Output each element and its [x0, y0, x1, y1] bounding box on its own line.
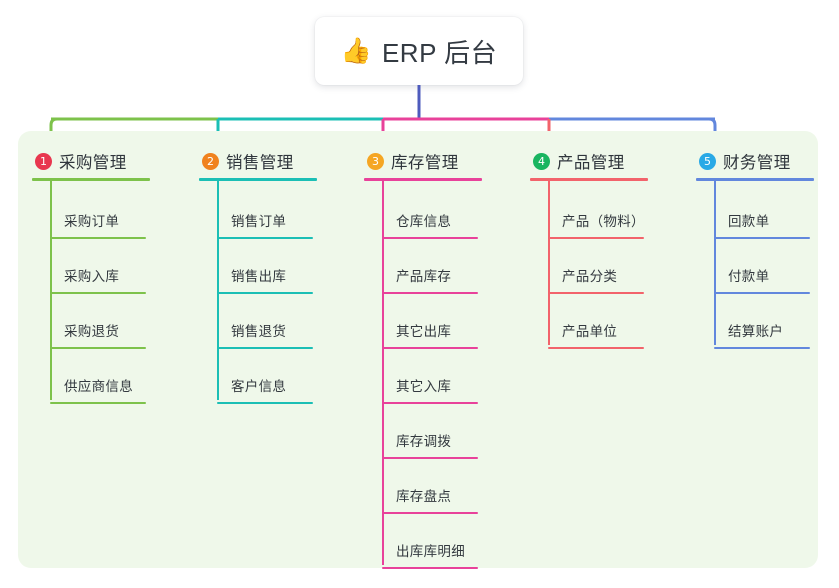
- branch-header-5[interactable]: 5 财务管理: [682, 148, 791, 174]
- branch-leaf-item[interactable]: 库存盘点: [382, 459, 478, 514]
- branches-panel: [18, 131, 818, 568]
- branch-leaf-label: 产品库存: [396, 269, 452, 284]
- branch-leaf-rule: [382, 457, 478, 459]
- branch-leaf-item[interactable]: 仓库信息: [382, 184, 478, 239]
- branch-leaf-rule: [548, 237, 644, 239]
- branch-leaf-item[interactable]: 供应商信息: [50, 349, 146, 404]
- branch-leaf-label: 采购入库: [64, 269, 120, 284]
- branch-leaf-item[interactable]: 销售订单: [217, 184, 313, 239]
- root-node-card[interactable]: 👍 ERP 后台: [315, 17, 523, 85]
- branch-title: 销售管理: [226, 154, 294, 172]
- branch-leaf-label: 出库库明细: [396, 544, 465, 559]
- branch-leaf-item[interactable]: 其它入库: [382, 349, 478, 404]
- branch-header-rule: [32, 178, 150, 181]
- branch-leaf-label: 库存调拨: [396, 434, 452, 449]
- branch-header-3[interactable]: 3 库存管理: [350, 148, 459, 174]
- connector-segment: [708, 117, 717, 145]
- branch-leaf-label: 客户信息: [231, 379, 287, 394]
- branch-header-4[interactable]: 4 产品管理: [516, 148, 625, 174]
- branch-leaf-item[interactable]: 销售退货: [217, 294, 313, 349]
- branch-leaf-label: 其它出库: [396, 324, 452, 339]
- branch-leaf-label: 产品（物料）: [562, 214, 645, 229]
- branch-spine: [548, 180, 550, 345]
- branch-number-badge: 2: [202, 152, 219, 170]
- branch-leaf-rule: [50, 237, 146, 239]
- branch-title: 库存管理: [391, 154, 459, 172]
- branch-leaf-label: 回款单: [728, 214, 770, 229]
- branch-leaf-item[interactable]: 库存调拨: [382, 404, 478, 459]
- branch-leaf-rule: [50, 292, 146, 294]
- branch-leaf-item[interactable]: 采购入库: [50, 239, 146, 294]
- branch-leaf-item[interactable]: 客户信息: [217, 349, 313, 404]
- branch-leaf-item[interactable]: 产品库存: [382, 239, 478, 294]
- branch-leaf-item[interactable]: 产品（物料）: [548, 184, 645, 239]
- branch-leaf-item[interactable]: 其它出库: [382, 294, 478, 349]
- branch-number-badge: 3: [367, 152, 384, 170]
- branch-leaf-label: 付款单: [728, 269, 770, 284]
- branch-header-1[interactable]: 1 采购管理: [18, 148, 127, 174]
- branch-leaf-label: 其它入库: [396, 379, 452, 394]
- branch-leaf-rule: [217, 292, 313, 294]
- branch-leaf-rule: [548, 347, 644, 349]
- branch-leaf-label: 产品分类: [562, 269, 618, 284]
- branch-title: 财务管理: [723, 154, 791, 172]
- branch-number-badge: 4: [533, 152, 550, 170]
- branch-spine: [217, 180, 219, 400]
- branch-leaf-rule: [382, 237, 478, 239]
- branch-leaf-label: 仓库信息: [396, 214, 452, 229]
- branch-leaf-rule: [548, 292, 644, 294]
- branch-leaf-rule: [217, 237, 313, 239]
- branch-leaf-label: 结算账户: [728, 324, 784, 339]
- branch-spine: [714, 180, 716, 345]
- branch-number-badge: 1: [35, 152, 52, 170]
- branch-leaf-label: 供应商信息: [64, 379, 133, 394]
- branch-leaf-rule: [714, 237, 810, 239]
- branch-leaf-rule: [382, 292, 478, 294]
- branch-leaf-item[interactable]: 采购订单: [50, 184, 146, 239]
- branch-leaf-label: 库存盘点: [396, 489, 452, 504]
- branch-leaf-item[interactable]: 回款单: [714, 184, 810, 239]
- branch-title: 产品管理: [557, 154, 625, 172]
- branch-number-badge: 5: [699, 152, 716, 170]
- branch-leaf-rule: [50, 347, 146, 349]
- branch-leaf-label: 销售退货: [231, 324, 287, 339]
- branch-leaf-item[interactable]: 结算账户: [714, 294, 810, 349]
- connector-segment: [49, 117, 58, 145]
- branch-header-2[interactable]: 2 销售管理: [185, 148, 294, 174]
- branch-leaf-rule: [382, 347, 478, 349]
- branch-leaf-item[interactable]: 出库库明细: [382, 514, 478, 569]
- branch-leaf-item[interactable]: 采购退货: [50, 294, 146, 349]
- branch-leaf-label: 采购订单: [64, 214, 120, 229]
- branch-leaf-label: 产品单位: [562, 324, 618, 339]
- branch-leaf-rule: [714, 292, 810, 294]
- branch-leaf-label: 销售出库: [231, 269, 287, 284]
- branch-leaf-item[interactable]: 付款单: [714, 239, 810, 294]
- branch-header-rule: [696, 178, 814, 181]
- branch-header-rule: [530, 178, 648, 181]
- branch-leaf-rule: [382, 402, 478, 404]
- branch-leaf-rule: [382, 512, 478, 514]
- branch-leaf-rule: [50, 402, 146, 404]
- branch-leaf-rule: [217, 347, 313, 349]
- branch-header-rule: [364, 178, 482, 181]
- branch-leaf-label: 销售订单: [231, 214, 287, 229]
- branch-leaf-item[interactable]: 销售出库: [217, 239, 313, 294]
- thumbs-up-icon: 👍: [340, 36, 372, 65]
- branch-leaf-rule: [714, 347, 810, 349]
- branch-spine: [382, 180, 384, 565]
- branch-title: 采购管理: [59, 154, 127, 172]
- branch-header-rule: [199, 178, 317, 181]
- branch-leaf-item[interactable]: 产品分类: [548, 239, 644, 294]
- branch-leaf-item[interactable]: 产品单位: [548, 294, 644, 349]
- branch-spine: [50, 180, 52, 400]
- branch-leaf-rule: [217, 402, 313, 404]
- root-node-title: ERP 后台: [381, 37, 498, 68]
- branch-leaf-label: 采购退货: [64, 324, 120, 339]
- branch-leaf-rule: [382, 567, 478, 569]
